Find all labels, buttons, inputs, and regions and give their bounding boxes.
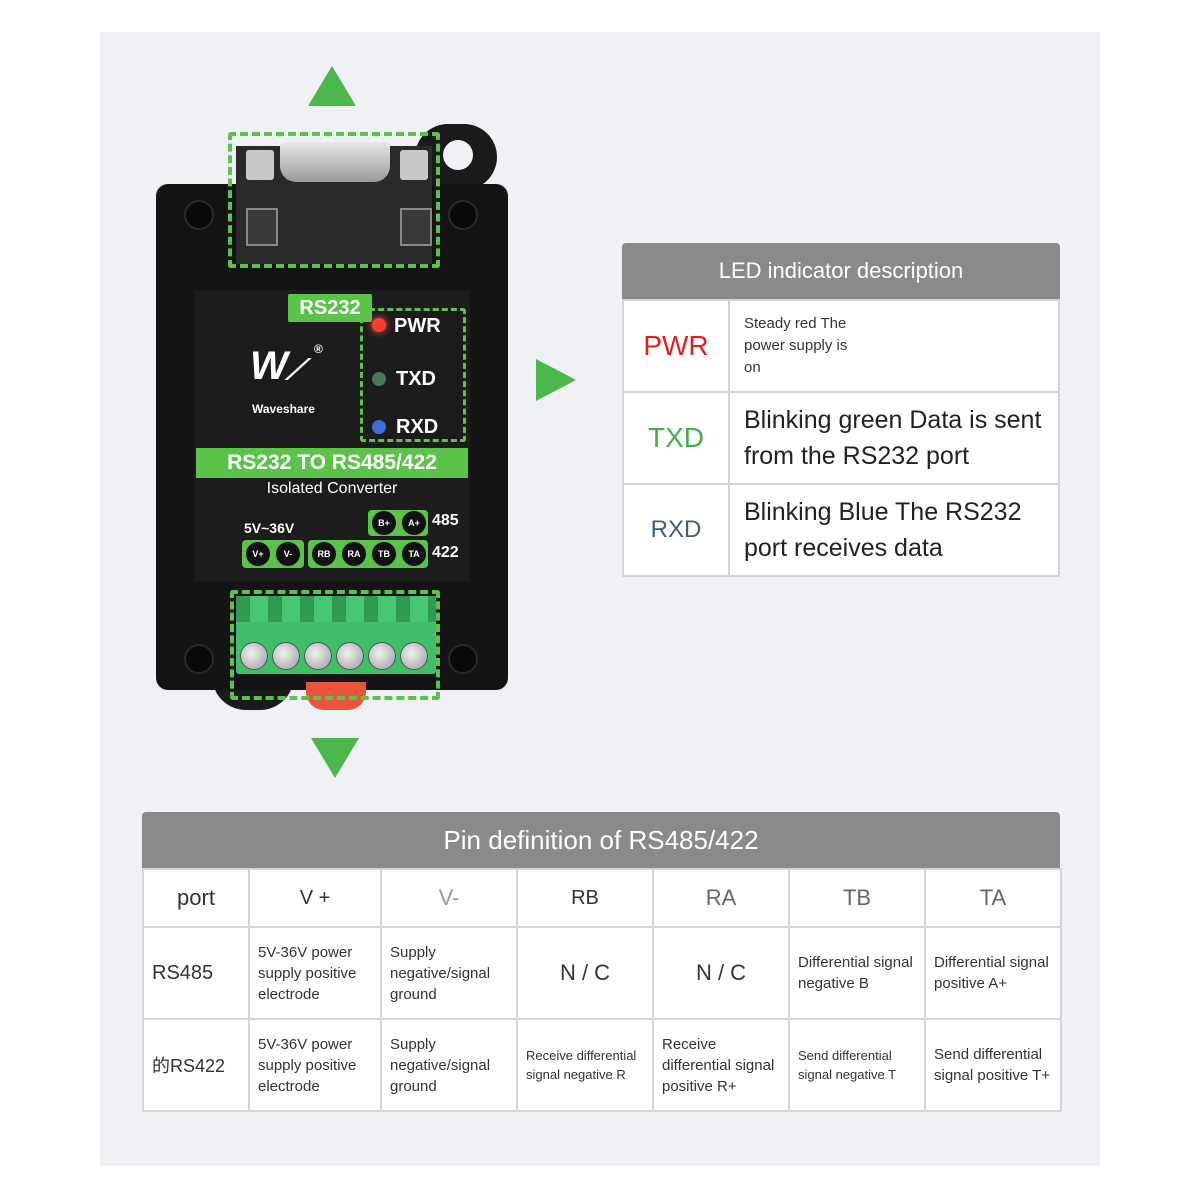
pwr-led [372,318,386,332]
db9-standoff-left [246,208,278,246]
corner-hole [184,644,214,674]
label-485: 485 [432,512,459,529]
terminal-screw [368,642,396,670]
pin-tb: TB [372,542,396,566]
db9-screw-left [246,150,274,180]
corner-hole [448,644,478,674]
registered-mark-icon: ® [314,342,323,356]
led-name-rxd: RXD [622,483,730,577]
cell-rs422-vminus: Supply negative/signal ground [380,1018,518,1112]
cell-rs422-ra: Receive differential signal positive R+ [652,1018,790,1112]
led-description-table: LED indicator description PWR Steady red… [622,243,1060,577]
voltage-label: 5V~36V [244,520,295,536]
led-desc-pwr: Steady red The power supply is on [728,299,1060,393]
led-indicator-highlight [360,308,466,442]
pin-ta: TA [402,542,426,566]
led-desc-pwr-text: Steady red The power supply is on [744,315,848,376]
col-ra: RA [652,868,790,928]
db9-screw-right [400,150,428,180]
row-port-rs485: RS485 [142,926,250,1020]
cell-rs422-tb: Send differential signal negative T [788,1018,926,1112]
arrow-right-icon [536,359,576,401]
waveshare-logo: W⟋ [250,344,305,388]
pin-ra: RA [342,542,366,566]
led-row-pwr: PWR Steady red The power supply is on [622,299,1060,393]
db9-standoff-right [400,208,432,246]
led-name-txd: TXD [622,391,730,485]
terminal-screw [400,642,428,670]
device-subtitle: Isolated Converter [266,480,398,497]
led-name-pwr: PWR [622,299,730,393]
table-row-rs422: 的RS422 5V-36V power supply positive elec… [142,1018,1062,1112]
brand-name: Waveshare [252,402,315,416]
pwr-led-label: PWR [394,315,441,337]
col-v-plus: V + [248,868,382,928]
terminal-screw [240,642,268,670]
cell-rs422-vplus: 5V-36V power supply positive electrode [248,1018,382,1112]
col-v-minus: V- [380,868,518,928]
col-rb: RB [516,868,654,928]
terminal-screw [336,642,364,670]
cell-rs422-rb: Receive differential signal negative R [516,1018,654,1112]
cell-rs485-tb: Differential signal negative B [788,926,926,1020]
cell-rs485-vminus: Supply negative/signal ground [380,926,518,1020]
col-port: port [142,868,250,928]
corner-hole [184,200,214,230]
cell-rs485-vplus: 5V-36V power supply positive electrode [248,926,382,1020]
pin-definition-table: Pin definition of RS485/422 port V + V- … [142,812,1062,1112]
device-title: RS232 TO RS485/422 [196,448,468,478]
pin-table-column-headers: port V + V- RB RA TB TA [142,868,1062,928]
rs232-label: RS232 [288,294,372,322]
arrow-down-icon [311,738,359,778]
pin-rb: RB [312,542,336,566]
db9-connector [280,142,390,182]
led-desc-rxd: Blinking Blue The RS232 port receives da… [728,483,1060,577]
cell-rs485-ta: Differential signal positive A+ [924,926,1062,1020]
cell-rs422-ta: Send differential signal positive T+ [924,1018,1062,1112]
table-row-rs485: RS485 5V-36V power supply positive elect… [142,926,1062,1020]
led-row-txd: TXD Blinking green Data is sent from the… [622,391,1060,485]
label-422: 422 [432,544,459,561]
led-desc-txd: Blinking green Data is sent from the RS2… [728,391,1060,485]
pin-v-plus: V+ [246,542,270,566]
rxd-led-label: RXD [396,416,439,438]
pin-b-plus: B+ [372,511,396,535]
txd-led-label: TXD [396,368,436,390]
arrow-up-icon [308,66,356,106]
mounting-hole-top [443,140,473,170]
terminal-screw [272,642,300,670]
cell-rs485-ra: N / C [652,926,790,1020]
row-port-rs422: 的RS422 [142,1018,250,1112]
led-row-rxd: RXD Blinking Blue The RS232 port receive… [622,483,1060,577]
col-ta: TA [924,868,1062,928]
terminal-screw [304,642,332,670]
rxd-led [372,420,386,434]
txd-led [372,372,386,386]
device-photo: RS232 PWR TXD RXD W⟋ ® Waveshare RS232 T… [150,120,530,720]
rs232-port-highlight [228,132,440,268]
terminal-highlight [230,590,440,700]
pin-v-minus: V- [276,542,300,566]
pin-table-header: Pin definition of RS485/422 [142,812,1060,868]
cell-rs485-rb: N / C [516,926,654,1020]
terminal-slots [236,596,436,622]
col-tb: TB [788,868,926,928]
pin-a-plus: A+ [402,511,426,535]
corner-hole [448,200,478,230]
led-table-header: LED indicator description [622,243,1060,299]
